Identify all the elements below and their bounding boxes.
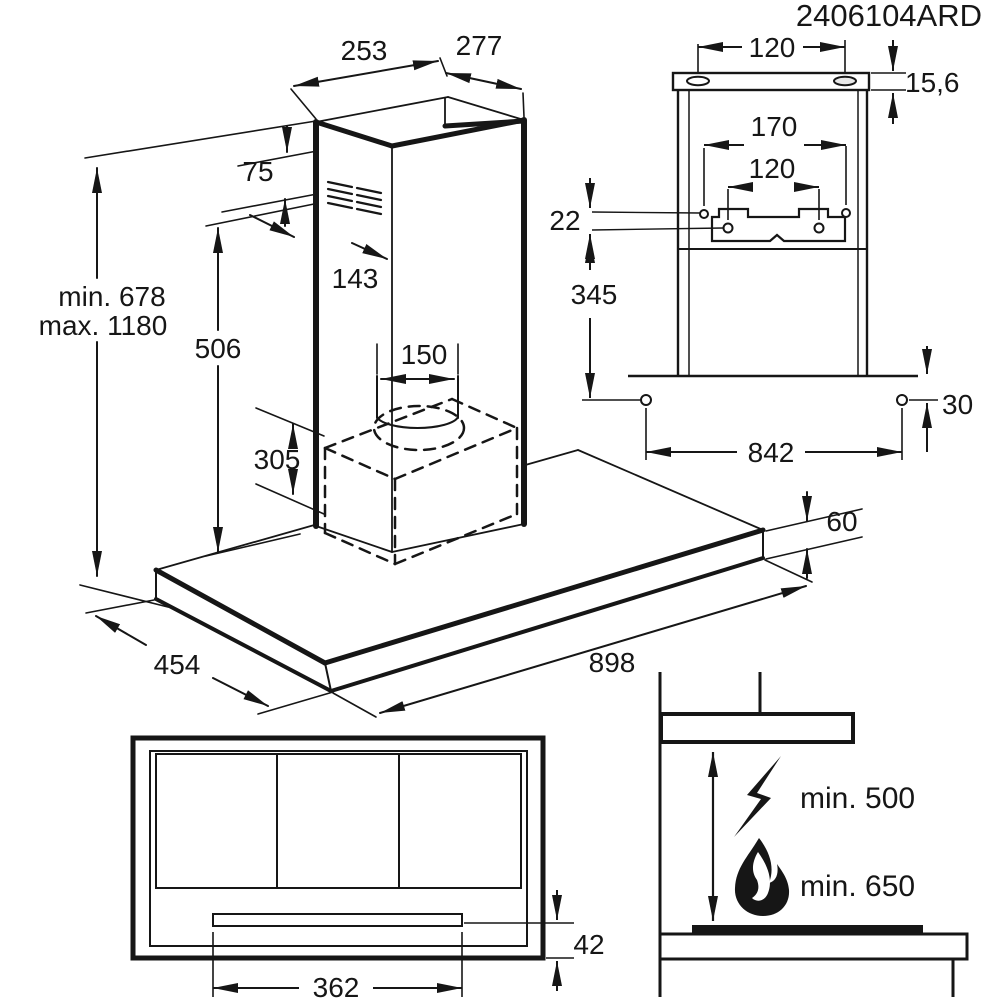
flame-icon — [734, 838, 790, 916]
slot-spacing-label: 120 — [749, 32, 796, 63]
top-width-label: 253 — [341, 35, 388, 66]
bracket-offset-label: 22 — [549, 205, 580, 236]
duct-stub — [376, 375, 459, 429]
dim-hood-width: 898 — [332, 559, 813, 718]
bracket-hole-right — [813, 222, 825, 234]
height-min-label: min. 678 — [58, 281, 165, 312]
mounting-slot-left — [686, 75, 710, 87]
dim-wall-hole-offset: 30 — [909, 346, 973, 452]
motor-height-label: 305 — [254, 444, 301, 475]
mounting-bracket — [699, 207, 851, 243]
panel-width-label: 362 — [313, 972, 360, 1000]
dim-slot-spacing: 120 — [697, 32, 846, 74]
isometric-view: 150 253 277 75 143 — [39, 30, 863, 718]
top-mounting-plate — [671, 71, 871, 92]
lightning-icon — [734, 756, 781, 837]
panel-hole-right — [841, 208, 851, 218]
dim-duct-diameter: 150 — [376, 339, 459, 384]
bottom-view: 42 362 — [130, 735, 605, 1000]
dim-hood-thickness: 60 — [765, 491, 863, 579]
chimney-duct — [313, 96, 527, 553]
dim-panel-width: 362 — [212, 932, 463, 1000]
vent-width-label: 143 — [332, 263, 379, 294]
hole-spacing-label: 170 — [751, 111, 798, 142]
rear-mounting-view: 120 15,6 — [549, 32, 973, 468]
panel-hole-left — [699, 209, 709, 219]
control-panel-strip — [212, 913, 463, 927]
counter-top — [658, 932, 969, 961]
dim-top-width: 253 — [290, 35, 448, 120]
dim-chimney-height: 506 — [195, 203, 315, 557]
wall-hole-offset-label: 30 — [942, 389, 973, 420]
dim-top-depth: 277 — [445, 30, 525, 118]
duct-outlet-dashed — [372, 404, 466, 452]
wall-hole-spacing-label: 842 — [748, 437, 795, 468]
chimney-height-label: 506 — [195, 333, 242, 364]
dim-bracket-hole-spacing: 120 — [727, 153, 820, 220]
bracket-hole-left — [722, 222, 734, 234]
product-code: 2406104ARD — [796, 0, 982, 33]
dim-hole-spacing: 170 — [703, 111, 847, 206]
dim-motor-height: 305 — [254, 407, 325, 515]
vent-offset-label: 75 — [242, 156, 273, 187]
hood-underside-inner — [149, 750, 528, 947]
wall-hole-left — [640, 394, 652, 406]
bracket-hole-spacing-label: 120 — [749, 153, 796, 184]
panel-height-label: 42 — [573, 929, 604, 960]
dim-vent-width: 143 — [249, 214, 388, 294]
dim-panel-height: 42 — [464, 890, 605, 991]
cooktop-surface — [692, 925, 923, 934]
gas-clearance-label: min. 650 — [800, 870, 915, 903]
hood-width-label: 898 — [589, 647, 636, 678]
bracket-height-label: 345 — [571, 279, 618, 310]
top-depth-label: 277 — [456, 30, 503, 61]
wall-hole-right — [896, 394, 908, 406]
mounting-slot-right — [833, 75, 857, 87]
electric-clearance-label: min. 500 — [800, 782, 915, 815]
chimney-body-rear — [628, 90, 918, 378]
height-max-label: max. 1180 — [39, 310, 168, 341]
dim-hood-depth: 454 — [85, 599, 334, 715]
hood-depth-label: 454 — [154, 649, 201, 680]
duct-diameter-label: 150 — [401, 339, 448, 370]
dim-bracket-height: 345 — [571, 238, 640, 401]
hood-side-profile — [659, 712, 855, 744]
vent-grille — [326, 180, 383, 216]
plate-thickness-label: 15,6 — [905, 67, 960, 98]
dim-vent-offset: 75 — [84, 120, 318, 227]
dim-plate-thickness: 15,6 — [871, 40, 960, 124]
grease-filter-area — [155, 753, 522, 889]
dim-overall-height: min. 678 max. 1180 — [39, 167, 169, 608]
dim-wall-hole-spacing: 842 — [645, 408, 903, 468]
dim-bracket-offset: 22 — [549, 178, 724, 264]
clearance-view: min. 500 min. 650 — [658, 672, 969, 997]
hood-thickness-label: 60 — [826, 506, 857, 537]
